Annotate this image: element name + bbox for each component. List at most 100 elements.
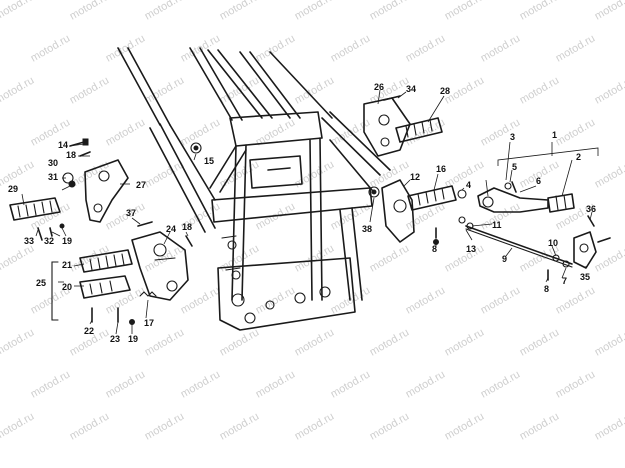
callout-8-right: 8 — [544, 284, 549, 294]
watermark-text: motod.ru — [104, 32, 148, 64]
watermark-text: motod.ru — [593, 74, 625, 106]
watermark-text: motod.ru — [293, 158, 337, 190]
watermark-text: motod.ru — [554, 284, 598, 316]
callout-1: 1 — [552, 130, 557, 140]
watermark-text: motod.ru — [254, 32, 298, 64]
watermark-text: motod.ru — [0, 0, 36, 23]
watermark-text: motod.ru — [104, 284, 148, 316]
callout-labels: 1 2 3 4 5 6 7 8 8 9 10 11 12 13 14 15 16… — [8, 82, 596, 344]
watermark-text: motod.ru — [443, 410, 487, 442]
watermark-text: motod.ru — [479, 284, 523, 316]
callout-15: 15 — [204, 156, 214, 166]
watermark-text: motod.ru — [0, 410, 36, 442]
watermark-text: motod.ru — [29, 368, 73, 400]
callout-34: 34 — [406, 84, 416, 94]
motorcycle-frame — [117, 47, 391, 331]
watermark-text: motod.ru — [593, 410, 625, 442]
watermark-text: motod.ru — [143, 326, 187, 358]
watermark-text: motod.ru — [0, 242, 36, 274]
watermark-text: motod.ru — [518, 74, 562, 106]
watermark-text: motod.ru — [293, 0, 337, 23]
callout-29: 29 — [8, 184, 18, 194]
callout-27: 27 — [136, 180, 146, 190]
watermark-text: motod.ru — [68, 242, 112, 274]
callout-35: 35 — [580, 272, 590, 282]
callout-38: 38 — [362, 224, 372, 234]
watermark-text: motod.ru — [443, 326, 487, 358]
watermark-text: motod.ru — [593, 242, 625, 274]
watermark-text: motod.ru — [554, 368, 598, 400]
watermark-text: motod.ru — [593, 158, 625, 190]
watermark-text: motod.ru — [218, 326, 262, 358]
watermark-text: motod.ru — [293, 326, 337, 358]
watermark-text: motod.ru — [143, 410, 187, 442]
callout-16: 16 — [436, 164, 446, 174]
callout-21: 21 — [62, 260, 72, 270]
watermark-text: motod.ru — [179, 368, 223, 400]
watermark-text: motod.ru — [479, 116, 523, 148]
watermark-text: motod.ru — [554, 116, 598, 148]
watermark-text: motod.ru — [368, 242, 412, 274]
watermark-text: motod.ru — [518, 410, 562, 442]
leader-lines — [21, 89, 593, 335]
callout-10: 10 — [548, 238, 558, 248]
callout-8-left: 8 — [432, 244, 437, 254]
watermark-text: motod.ru — [368, 326, 412, 358]
watermark-text: motod.ru — [554, 32, 598, 64]
bolt-15 — [190, 142, 202, 154]
callout-28: 28 — [440, 86, 450, 96]
callout-5: 5 — [512, 162, 517, 172]
callout-33: 33 — [24, 236, 34, 246]
watermark-text: motod.ru — [593, 0, 625, 23]
watermark-text: motod.ru — [179, 284, 223, 316]
callout-7: 7 — [562, 276, 567, 286]
watermark-text: motod.ru — [104, 368, 148, 400]
watermark-text: motod.ru — [68, 410, 112, 442]
watermark-text: motod.ru — [329, 368, 373, 400]
watermark-text: motod.ru — [368, 0, 412, 23]
watermark-text: motod.ru — [479, 368, 523, 400]
callout-11: 11 — [492, 220, 502, 230]
callout-37: 37 — [126, 208, 136, 218]
callout-4: 4 — [466, 180, 471, 190]
watermark-text: motod.ru — [518, 0, 562, 23]
callout-6: 6 — [536, 176, 541, 186]
watermark-text: motod.ru — [368, 410, 412, 442]
callout-32: 32 — [44, 236, 54, 246]
callout-18-bottom: 18 — [182, 222, 192, 232]
watermark-text: motod.ru — [293, 74, 337, 106]
callout-9: 9 — [502, 254, 507, 264]
watermark-text: motod.ru — [143, 0, 187, 23]
callout-24: 24 — [166, 224, 176, 234]
watermark-text: motod.ru — [329, 32, 373, 64]
watermark-text: motod.ru — [404, 32, 448, 64]
watermark-text: motod.ru — [443, 242, 487, 274]
callout-17: 17 — [144, 318, 154, 328]
callout-20: 20 — [62, 282, 72, 292]
watermark-text: motod.ru — [293, 242, 337, 274]
watermark-text: motod.ru — [218, 0, 262, 23]
watermark-text: motod.ru — [404, 284, 448, 316]
watermark-text: motod.ru — [518, 326, 562, 358]
callout-36: 36 — [586, 204, 596, 214]
callout-30: 30 — [48, 158, 58, 168]
watermark-text: motod.ru — [443, 158, 487, 190]
watermark-text: motod.ru — [0, 74, 36, 106]
callout-3: 3 — [510, 132, 515, 142]
callout-22: 22 — [84, 326, 94, 336]
watermark-text: motod.ru — [29, 32, 73, 64]
callout-25: 25 — [36, 278, 46, 288]
watermark-text: motod.ru — [254, 284, 298, 316]
callout-18-top: 18 — [66, 150, 76, 160]
watermark-text: motod.ru — [0, 326, 36, 358]
callout-19-top: 19 — [62, 236, 72, 246]
watermark-text: motod.ru — [0, 158, 36, 190]
watermark-text: motod.ru — [179, 116, 223, 148]
callout-14: 14 — [58, 140, 68, 150]
watermark-text: motod.ru — [218, 242, 262, 274]
watermark-text: motod.ru — [479, 32, 523, 64]
callout-31: 31 — [48, 172, 58, 182]
watermark-text: motod.ru — [68, 0, 112, 23]
left-lower-footrest-assembly — [51, 221, 193, 325]
